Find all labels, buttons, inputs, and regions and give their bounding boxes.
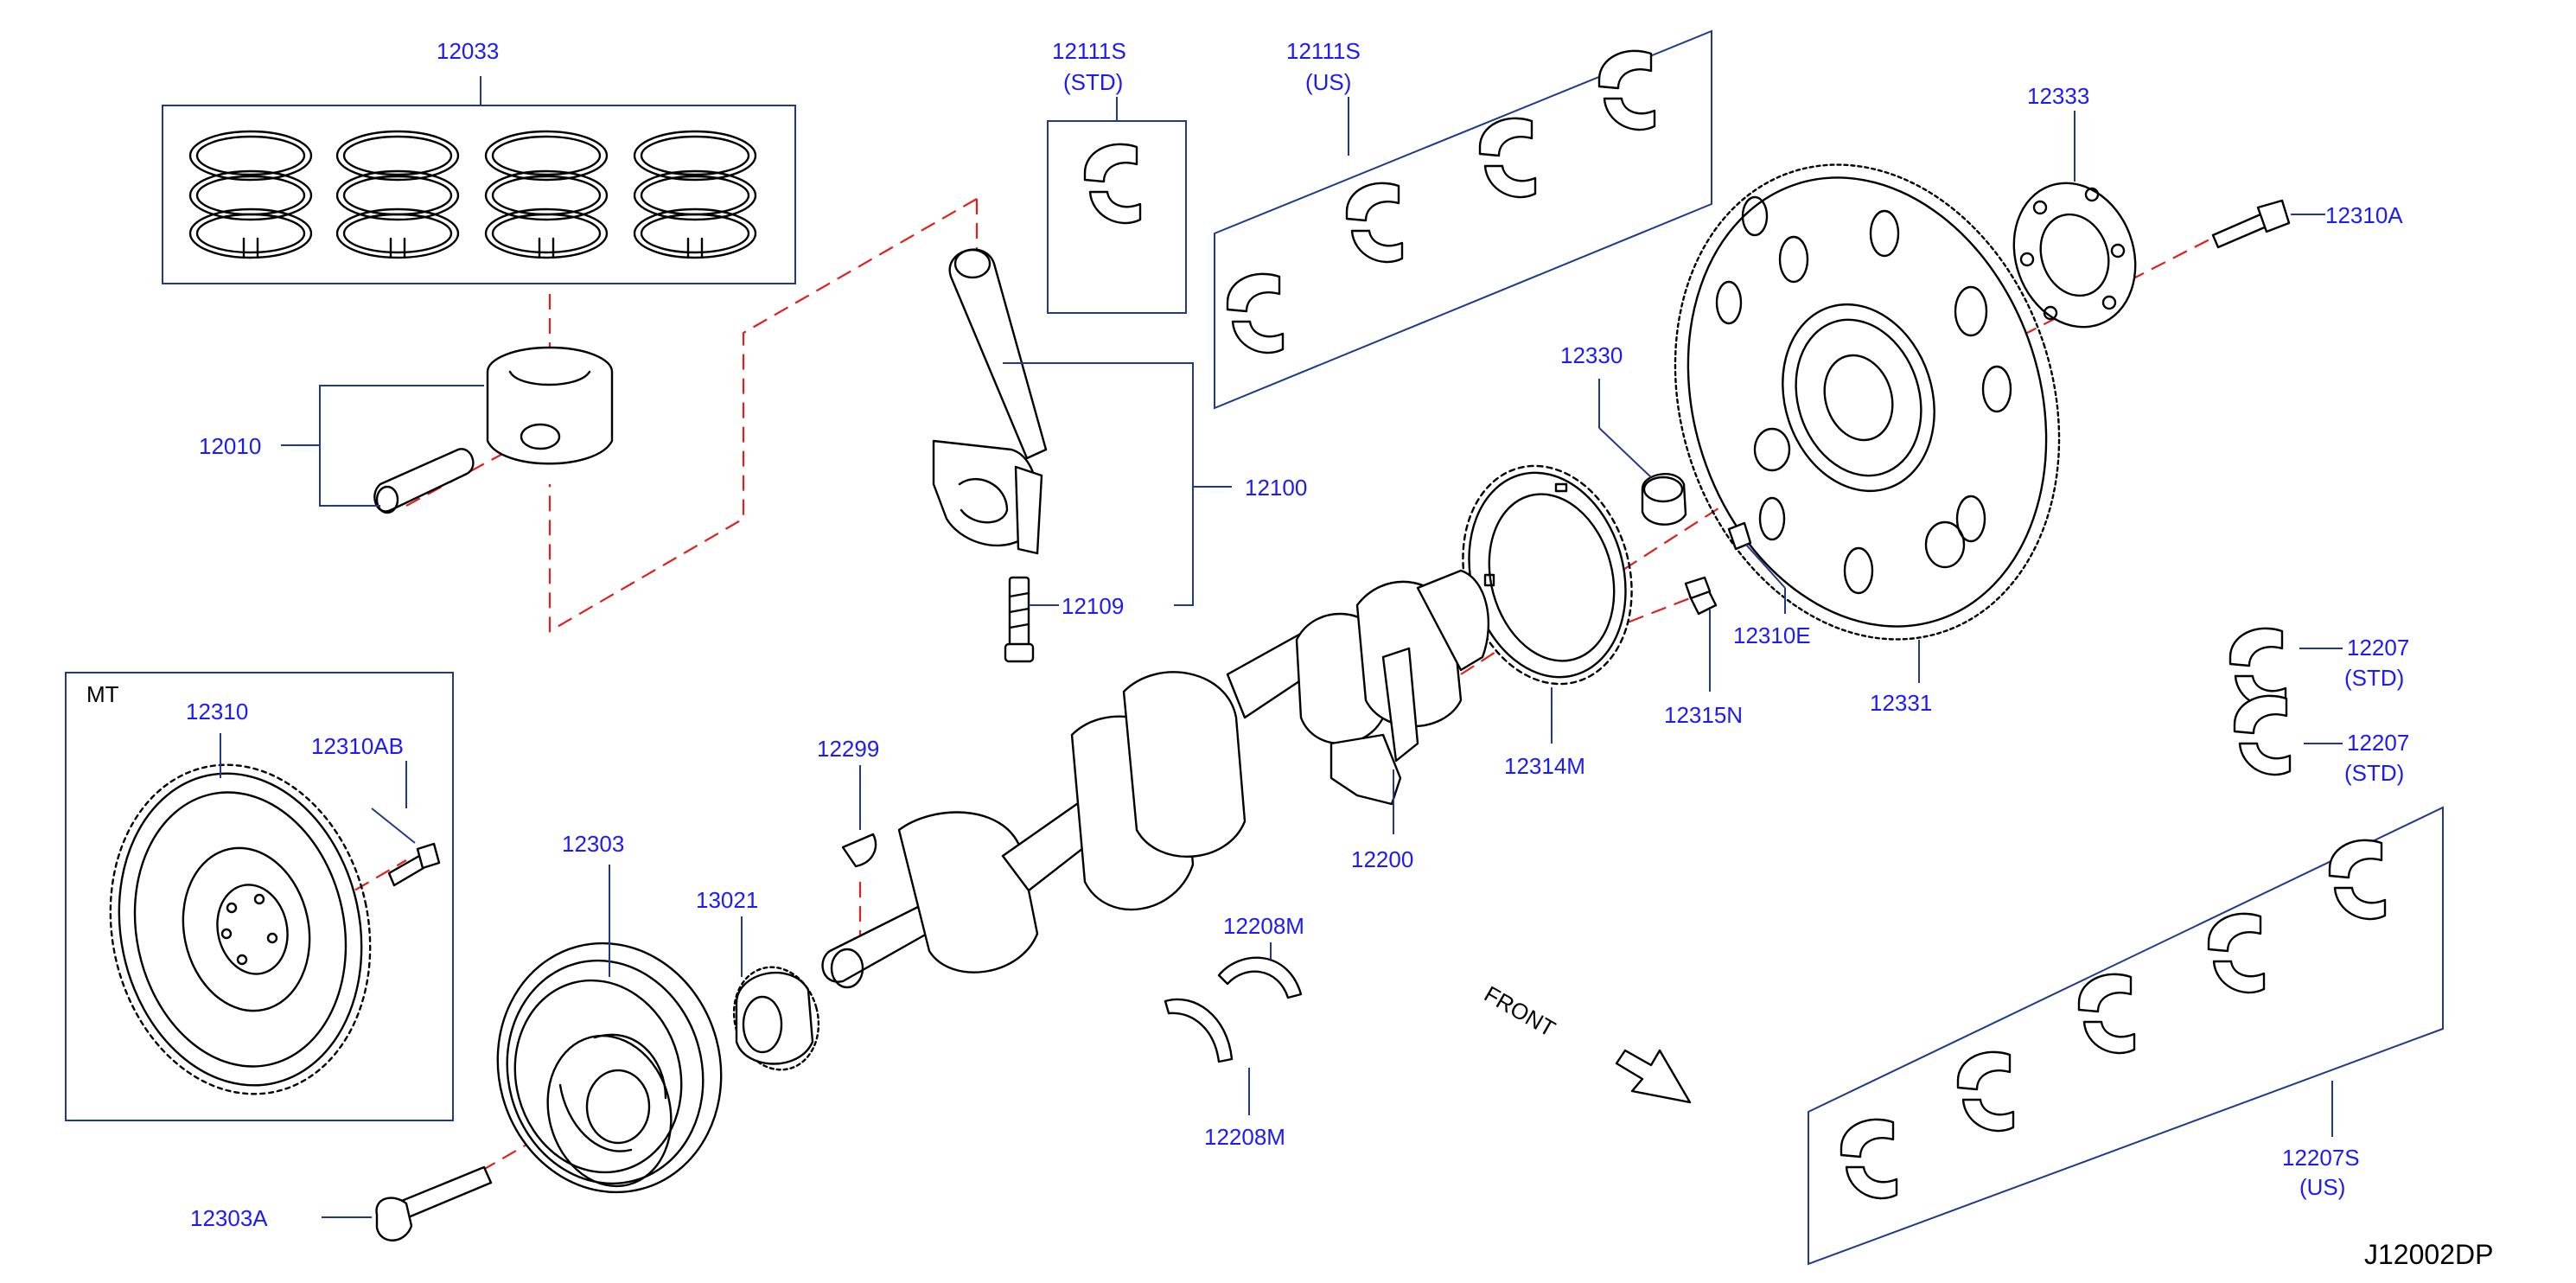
dowel-pin: 12310E bbox=[1727, 521, 1811, 648]
crank-sprocket: 13021 bbox=[696, 887, 820, 1071]
part-label-12314m: 12314M bbox=[1504, 753, 1585, 779]
part-label-13021: 13021 bbox=[696, 887, 758, 913]
front-note: FRONT bbox=[1480, 980, 1560, 1042]
conrod-bearing-us-group: 12111S (US) bbox=[1214, 29, 1712, 410]
part-label-12111s-std: 12111S bbox=[1052, 38, 1126, 64]
main-bearing-us-group: 12207S (US) bbox=[1808, 806, 2444, 1266]
piston-assembly: 12010 bbox=[199, 346, 614, 514]
part-label-12208m-top: 12208M bbox=[1223, 913, 1304, 939]
mt-note: MT bbox=[86, 681, 119, 707]
part-note-12207s: (US) bbox=[2299, 1174, 2345, 1200]
mt-flywheel-group: MT 12310 12310AB bbox=[65, 672, 454, 1121]
bolt-12315n: 12315N bbox=[1664, 576, 1743, 728]
part-label-12333: 12333 bbox=[2027, 83, 2089, 109]
part-label-12303a: 12303A bbox=[190, 1205, 268, 1231]
piston-rings-group: 12033 bbox=[162, 38, 796, 284]
part-label-12303: 12303 bbox=[562, 831, 624, 857]
part-label-12310ab: 12310AB bbox=[311, 733, 404, 759]
bolt-12310a: 12310A bbox=[2211, 199, 2403, 249]
part-label-12315n: 12315N bbox=[1664, 702, 1743, 728]
part-note-std: (STD) bbox=[1063, 69, 1123, 95]
part-label-12207-b: 12207 bbox=[2347, 730, 2409, 756]
pulley-bolt: 12303A bbox=[190, 1165, 493, 1242]
part-label-12310e: 12310E bbox=[1733, 622, 1811, 648]
pilot-bushing: 12330 bbox=[1560, 342, 1687, 526]
part-label-12109: 12109 bbox=[1062, 593, 1124, 619]
part-label-12310a: 12310A bbox=[2325, 202, 2403, 228]
crankshaft: 12200 bbox=[821, 569, 1490, 989]
part-label-12299: 12299 bbox=[817, 736, 879, 762]
part-label-12331: 12331 bbox=[1870, 690, 1932, 716]
reinforcement-plate: 12333 bbox=[2012, 83, 2137, 329]
part-label-12111s-us: 12111S bbox=[1286, 38, 1361, 64]
part-label-12100: 12100 bbox=[1245, 475, 1307, 501]
part-note-us: (US) bbox=[1305, 69, 1351, 95]
part-label-12330: 12330 bbox=[1560, 342, 1623, 368]
part-label-12207s: 12207S bbox=[2282, 1145, 2360, 1171]
thrust-washers: 12208M 12208M bbox=[1164, 913, 1304, 1150]
drive-plate-12331: 12331 bbox=[1674, 163, 2061, 716]
part-label-12010: 12010 bbox=[199, 433, 261, 459]
part-label-12200: 12200 bbox=[1351, 846, 1413, 872]
crank-pulley: 12303 bbox=[496, 831, 723, 1194]
woodruff-key: 12299 bbox=[817, 736, 879, 868]
part-label-12033: 12033 bbox=[437, 38, 499, 64]
part-note-12207-a: (STD) bbox=[2344, 665, 2404, 691]
part-label-12310: 12310 bbox=[186, 699, 248, 724]
conrod-bearing-std-group: 12111S (STD) bbox=[1047, 38, 1187, 314]
diagram-id: J12002DP bbox=[2364, 1239, 2493, 1270]
part-label-12208m-bottom: 12208M bbox=[1204, 1124, 1285, 1150]
main-bearing-std-pair: 12207 (STD) 12207 (STD) bbox=[2228, 627, 2409, 786]
signal-plate: 12314M bbox=[1462, 464, 1633, 779]
connecting-rod-assembly: 12100 12109 bbox=[932, 248, 1307, 663]
part-label-12207-a: 12207 bbox=[2347, 635, 2409, 661]
front-direction-indicator: FRONT bbox=[1480, 980, 1692, 1104]
part-note-12207-b: (STD) bbox=[2344, 760, 2404, 786]
